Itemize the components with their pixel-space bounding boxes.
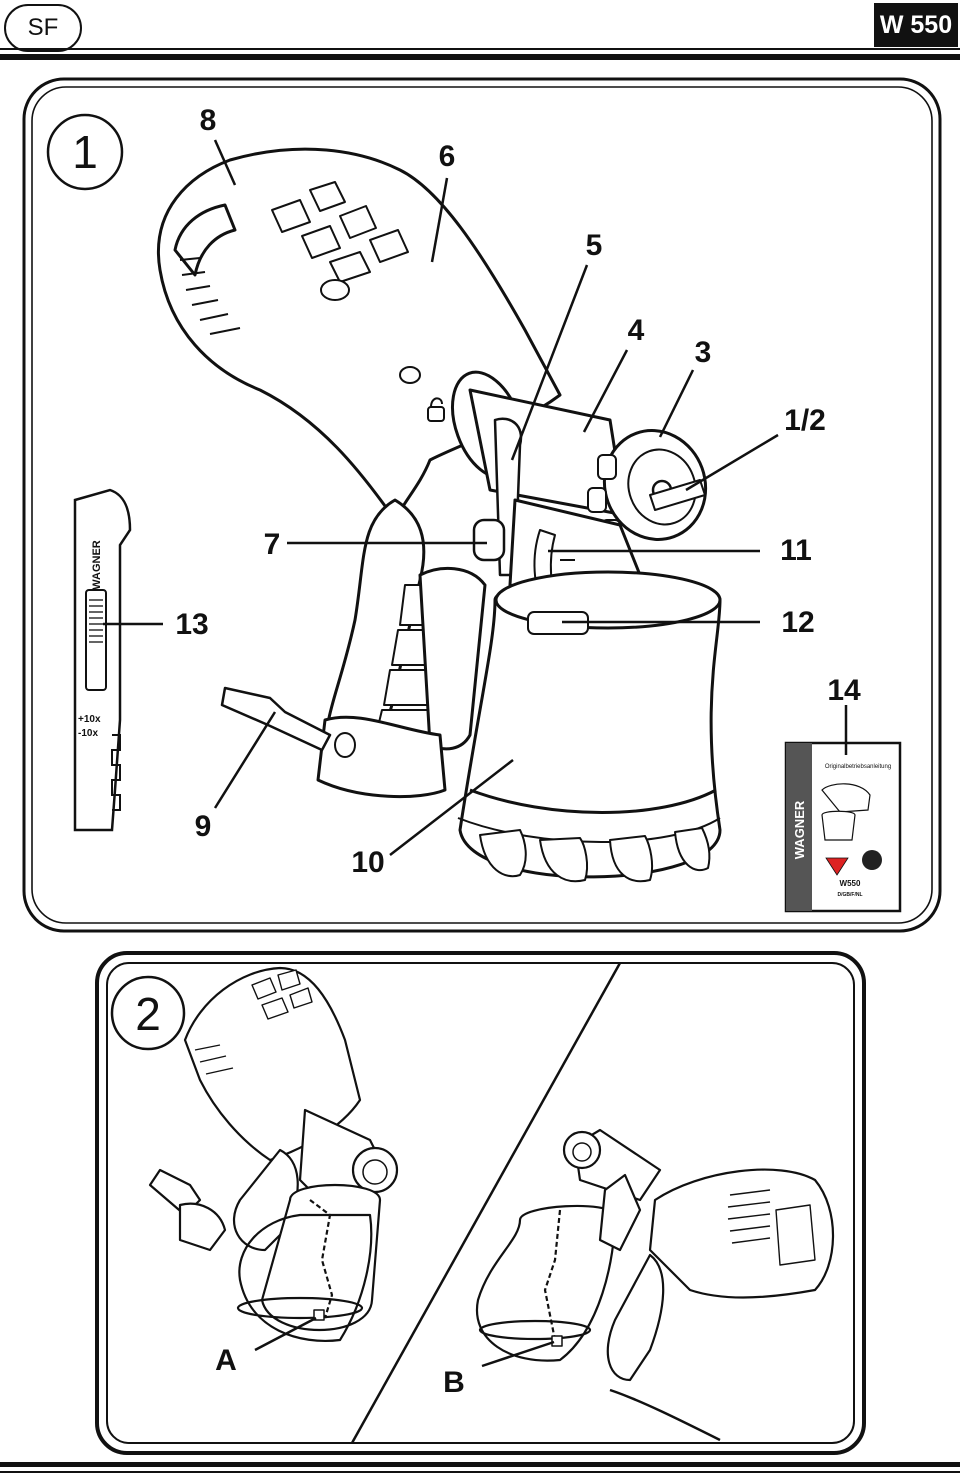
label-6: 6 (439, 140, 456, 173)
dial-mark-plus: +10x (78, 714, 101, 725)
manual-model: W550 (840, 879, 861, 888)
nozzle-brand-text: WAGNER (91, 540, 103, 590)
step-2-badge: 2 (110, 975, 186, 1051)
callout-letters-figure-2: A B (215, 1344, 465, 1399)
manual-title: Originalbetriebsanleitung (825, 764, 891, 770)
model-name: W 550 (879, 10, 953, 39)
label-1-2: 1/2 (784, 404, 826, 437)
step-1-badge: 1 (46, 113, 124, 191)
label-3: 3 (695, 336, 712, 369)
callout-numbers-figure-1: 8 6 5 4 3 1/2 7 11 13 12 14 9 10 (175, 104, 861, 879)
footer-rule-thick (0, 1462, 960, 1467)
label-8: 8 (200, 104, 217, 137)
figure-2-panel (95, 951, 866, 1455)
step-2-number: 2 (135, 988, 161, 1040)
label-14: 14 (827, 674, 861, 707)
label-9: 9 (195, 810, 212, 843)
spray-gun-tilted-a (148, 966, 399, 1342)
step-1-number: 1 (72, 126, 98, 178)
nozzle-side-drawing: WAGNER +10x -10x (73, 488, 132, 832)
label-5: 5 (586, 229, 603, 262)
label-10: 10 (351, 846, 384, 879)
label-4: 4 (628, 314, 645, 347)
manual-languages: D/GB/F/NL (838, 892, 863, 898)
spray-gun-tilted-b (475, 1128, 835, 1442)
model-badge: W 550 (874, 3, 958, 47)
label-7: 7 (264, 528, 281, 561)
label-a: A (215, 1344, 237, 1377)
language-badge: SF (4, 4, 82, 52)
manual-cover-drawing: WAGNER Originalbetriebsanleitung W550 D/… (784, 741, 902, 913)
figure-1-panel (22, 77, 942, 933)
label-12: 12 (781, 606, 814, 639)
leader-lines-figure-2 (254, 1316, 555, 1368)
label-b: B (443, 1366, 465, 1399)
leader-lines-figure-1 (103, 139, 848, 856)
header-rule (0, 48, 960, 50)
label-11: 11 (780, 534, 812, 567)
dial-mark-minus: -10x (78, 728, 98, 739)
header-rule-thick (0, 54, 960, 60)
label-13: 13 (175, 608, 208, 641)
spray-gun-drawing (157, 147, 722, 883)
manual-brand: WAGNER (792, 800, 807, 859)
footer-rule (0, 1471, 960, 1473)
language-code: SF (27, 14, 59, 41)
